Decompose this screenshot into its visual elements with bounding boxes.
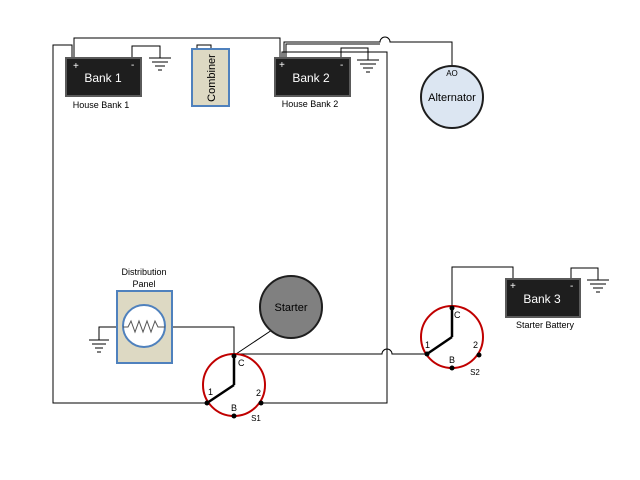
switch-lever: [206, 383, 235, 405]
switch-lever: [426, 335, 453, 356]
panel-label-line2: Panel: [132, 279, 155, 289]
ground-icon: [131, 45, 171, 71]
combiner[interactable]: Combiner: [191, 48, 230, 107]
switch-terminal-2-label: 2: [256, 388, 261, 398]
switch-terminal-1-label: 1: [425, 340, 430, 350]
alternator[interactable]: AO Alternator: [420, 65, 484, 129]
wiring: [52, 36, 514, 404]
wire-bank1-to-bank2: [73, 37, 281, 58]
switch-terminal-c: [449, 305, 455, 311]
switch-both-label: B: [231, 403, 237, 413]
ground-icon: [89, 326, 117, 353]
wire-bank2-to-s1: [261, 51, 388, 404]
wire-panel-to-s1c: [172, 326, 235, 354]
alternator-terminal-label: AO: [446, 69, 458, 78]
switch-terminal-b: [449, 365, 455, 371]
battery-name: Bank 3: [523, 292, 561, 306]
battery-bank-2[interactable]: + - Bank 2 House Bank 2: [274, 57, 351, 109]
switch-terminal-2: [258, 400, 264, 406]
switch-terminal-1-label: 1: [208, 387, 213, 397]
battery-bank-1[interactable]: + - Bank 1 House Bank 1: [65, 57, 142, 110]
switch-terminal-2-label: 2: [473, 340, 478, 350]
combiner-label: Combiner: [206, 54, 218, 102]
wire-bank2-double: [285, 43, 380, 58]
switch-common-label: C: [238, 358, 245, 368]
switch-terminal-1: [424, 351, 430, 357]
wire-bank1-to-s1: [52, 44, 207, 404]
battery-caption: Starter Battery: [516, 320, 575, 330]
wire-s2-to-bank3: [451, 266, 514, 308]
starter-label: Starter: [274, 302, 307, 314]
alternator-label: Alternator: [428, 92, 476, 104]
battery-plus-label: +: [510, 281, 516, 292]
battery-caption: House Bank 2: [282, 99, 339, 109]
battery-plus-label: +: [73, 61, 79, 72]
switch-terminal-1: [204, 400, 210, 406]
battery-caption: House Bank 1: [73, 100, 130, 110]
wire-s1c-to-s2: [234, 348, 427, 355]
grounds: [89, 45, 609, 353]
ground-icon: [570, 267, 609, 293]
wire-combiner-top: [196, 44, 212, 49]
battery-name: Bank 2: [292, 71, 330, 85]
switch-terminal-c: [231, 353, 237, 359]
battery-plus-label: +: [279, 60, 285, 71]
wire-bank2-to-alternator: [283, 36, 453, 66]
battery-minus-label: -: [131, 60, 134, 71]
switch-terminal-2: [476, 352, 482, 358]
ground-icon: [340, 47, 379, 73]
switch-terminal-b: [231, 413, 237, 419]
battery-minus-label: -: [570, 281, 573, 292]
battery-switch-s2[interactable]: C 1 2 B S2: [420, 305, 484, 378]
panel-label-line1: Distribution: [121, 267, 166, 277]
switch-id-label: S2: [470, 368, 480, 377]
switch-common-label: C: [454, 310, 461, 320]
resistor-icon: [123, 319, 165, 334]
wire-starter-to-s1c: [235, 329, 273, 355]
starter-motor[interactable]: Starter: [259, 275, 323, 339]
distribution-panel[interactable]: Distribution Panel: [116, 267, 173, 364]
battery-name: Bank 1: [84, 71, 122, 85]
switch-id-label: S1: [251, 414, 261, 423]
battery-bank-3[interactable]: + - Bank 3 Starter Battery: [505, 278, 581, 330]
switch-both-label: B: [449, 355, 455, 365]
battery-switch-s1[interactable]: C 1 2 B S1: [202, 353, 266, 424]
panel-gauge: [122, 304, 166, 348]
battery-minus-label: -: [340, 60, 343, 71]
